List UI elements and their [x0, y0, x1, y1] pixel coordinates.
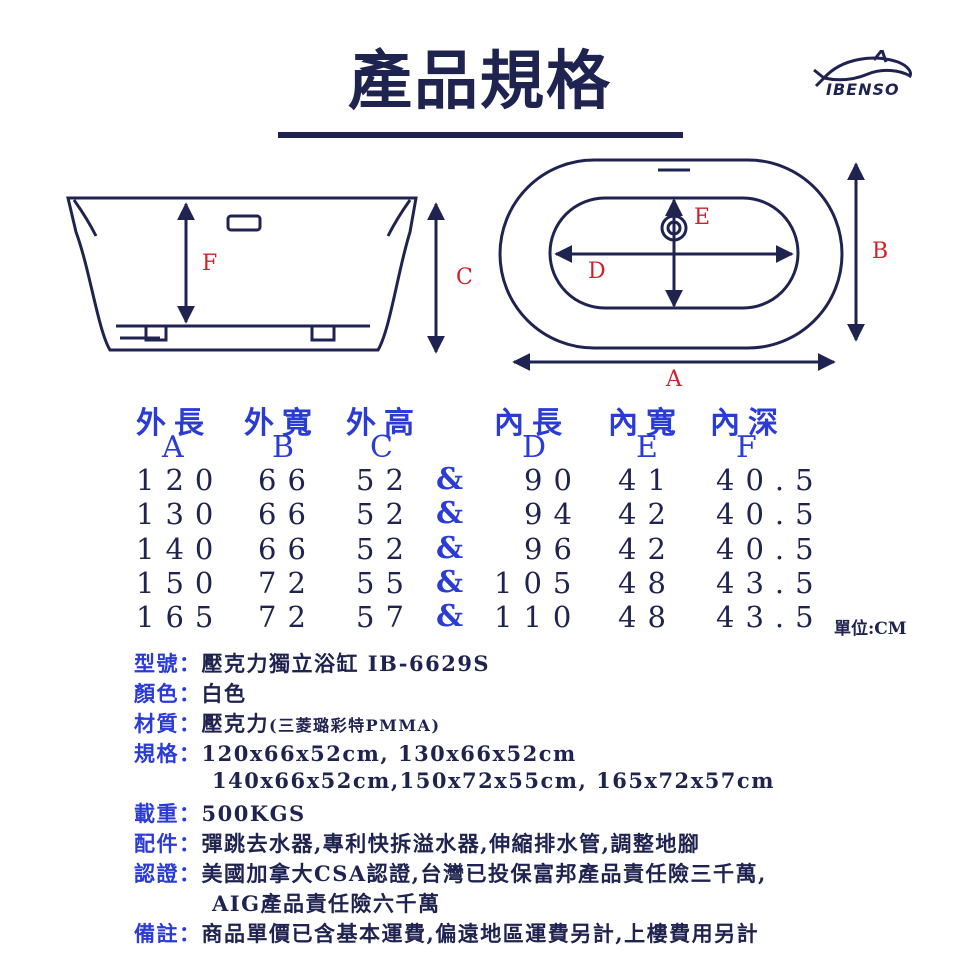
letter-c: C — [370, 430, 393, 465]
table-cell: 94 — [524, 497, 583, 531]
spec-size-value-2: 140x66x52cm,150x72x55cm, 165x72x57cm — [212, 768, 775, 793]
spec-load-key: 載重 — [134, 801, 179, 826]
spec-color-value: 白色 — [201, 681, 247, 706]
unit-label: 單位:CM — [834, 619, 907, 639]
ampersand-separator: & — [436, 599, 464, 634]
label-f: F — [202, 251, 217, 276]
page-title: 產品規格 — [348, 44, 612, 119]
table-cell: 48 — [618, 600, 677, 634]
header-inner-length: 內長 — [494, 406, 570, 441]
header-inner-depth: 內深 — [710, 406, 786, 441]
spec-size: 規格：120x66x52cm, 130x66x52cm — [134, 738, 577, 768]
spec-note-value: 商品單價已含基本運費,偏遠地區運費另計,上樓費用另計 — [201, 921, 760, 946]
table-cell: 57 — [356, 600, 415, 634]
bathtub-diagram: F C E D B A — [66, 158, 888, 392]
table-cell: 165 — [136, 600, 225, 634]
letter-f: F — [736, 430, 757, 465]
label-e: E — [694, 205, 710, 230]
spec-note-key: 備註 — [134, 921, 179, 946]
spec-material-value: 壓克力 — [201, 711, 269, 736]
spec-material-note: (三菱璐彩特PMMA) — [269, 716, 441, 735]
letter-e: E — [636, 430, 658, 465]
table-cell: 42 — [618, 497, 677, 531]
spec-sep: ： — [179, 651, 202, 676]
table-cell: 130 — [136, 497, 225, 531]
table-cell: 72 — [258, 600, 317, 634]
table-cell: 40.5 — [716, 532, 825, 566]
header-outer-length: 外長 — [136, 406, 212, 441]
table-cell: 40.5 — [716, 497, 825, 531]
table-cell: 120 — [136, 463, 225, 497]
letter-b: B — [272, 430, 295, 465]
spec-sep: ： — [179, 921, 202, 946]
title-underline — [278, 132, 683, 138]
spec-note: 備註：商品單價已含基本運費,偏遠地區運費另計,上樓費用另計 — [134, 918, 759, 948]
table-cell: 41 — [618, 463, 677, 497]
label-b: B — [872, 239, 888, 264]
table-cell: 72 — [258, 566, 317, 600]
spec-color-key: 顏色 — [134, 681, 179, 706]
spec-cert-value-1: 美國加拿大CSA認證,台灣已投保富邦產品責任險三千萬, — [201, 861, 767, 886]
spec-load: 載重：500KGS — [134, 798, 306, 828]
spec-parts-value: 彈跳去水器,專利快拆溢水器,伸縮排水管,調整地腳 — [201, 831, 701, 856]
ampersand-separator: & — [436, 462, 464, 497]
spec-model-key: 型號 — [134, 651, 179, 676]
label-a: A — [665, 367, 683, 392]
table-cell: 43.5 — [716, 566, 825, 600]
spec-sep: ： — [179, 801, 202, 826]
tub-side-view — [66, 196, 418, 352]
table-cell: 43.5 — [716, 600, 825, 634]
table-cell: 40.5 — [716, 463, 825, 497]
table-cell: 140 — [136, 532, 225, 566]
table-cell: 52 — [356, 497, 415, 531]
header-outer-width: 外寬 — [244, 406, 320, 441]
table-cell: 52 — [356, 463, 415, 497]
spec-sep: ： — [179, 711, 202, 736]
spec-size-value-1: 120x66x52cm, 130x66x52cm — [201, 741, 577, 766]
spec-model-value: 壓克力獨立浴缸 IB-6629S — [201, 651, 491, 676]
brand-wordmark: IBENSO — [826, 80, 900, 99]
spec-parts-key: 配件 — [134, 831, 179, 856]
spec-color: 顏色：白色 — [134, 678, 247, 708]
spec-cert-value-2: AIG產品責任險六千萬 — [212, 891, 441, 916]
ampersand-separator: & — [436, 565, 464, 600]
table-cell: 96 — [524, 532, 583, 566]
table-cell: 55 — [356, 566, 415, 600]
spec-sep: ： — [179, 831, 202, 856]
table-cell: 66 — [258, 532, 317, 566]
table-cell: 90 — [524, 463, 583, 497]
ampersand-separator: & — [436, 531, 464, 566]
table-cell: 66 — [258, 463, 317, 497]
spec-sep: ： — [179, 681, 202, 706]
table-cell: 66 — [258, 497, 317, 531]
spec-parts: 配件：彈跳去水器,專利快拆溢水器,伸縮排水管,調整地腳 — [134, 828, 700, 858]
label-c: C — [456, 265, 473, 290]
spec-material: 材質：壓克力(三菱璐彩特PMMA) — [134, 708, 441, 738]
ampersand-separator: & — [436, 496, 464, 531]
header-inner-width: 內寬 — [608, 406, 684, 441]
spec-size-key: 規格 — [134, 741, 179, 766]
table-cell: 42 — [618, 532, 677, 566]
spec-material-key: 材質 — [134, 711, 179, 736]
table-cell: 48 — [618, 566, 677, 600]
spec-sep: ： — [179, 741, 202, 766]
spec-model: 型號：壓克力獨立浴缸 IB-6629S — [134, 648, 490, 678]
header-outer-height: 外高 — [346, 406, 422, 441]
table-cell: 105 — [494, 566, 583, 600]
label-d: D — [588, 259, 606, 284]
spec-load-value: 500KGS — [201, 801, 306, 826]
table-cell: 150 — [136, 566, 225, 600]
table-cell: 110 — [494, 600, 583, 634]
spec-sep: ： — [179, 861, 202, 886]
letter-d: D — [522, 430, 547, 465]
spec-cert-key: 認證 — [134, 861, 179, 886]
spec-cert: 認證：美國加拿大CSA認證,台灣已投保富邦產品責任險三千萬, — [134, 858, 767, 888]
table-cell: 52 — [356, 532, 415, 566]
dolphin-logo-icon — [813, 50, 912, 88]
letter-a: A — [162, 430, 184, 465]
